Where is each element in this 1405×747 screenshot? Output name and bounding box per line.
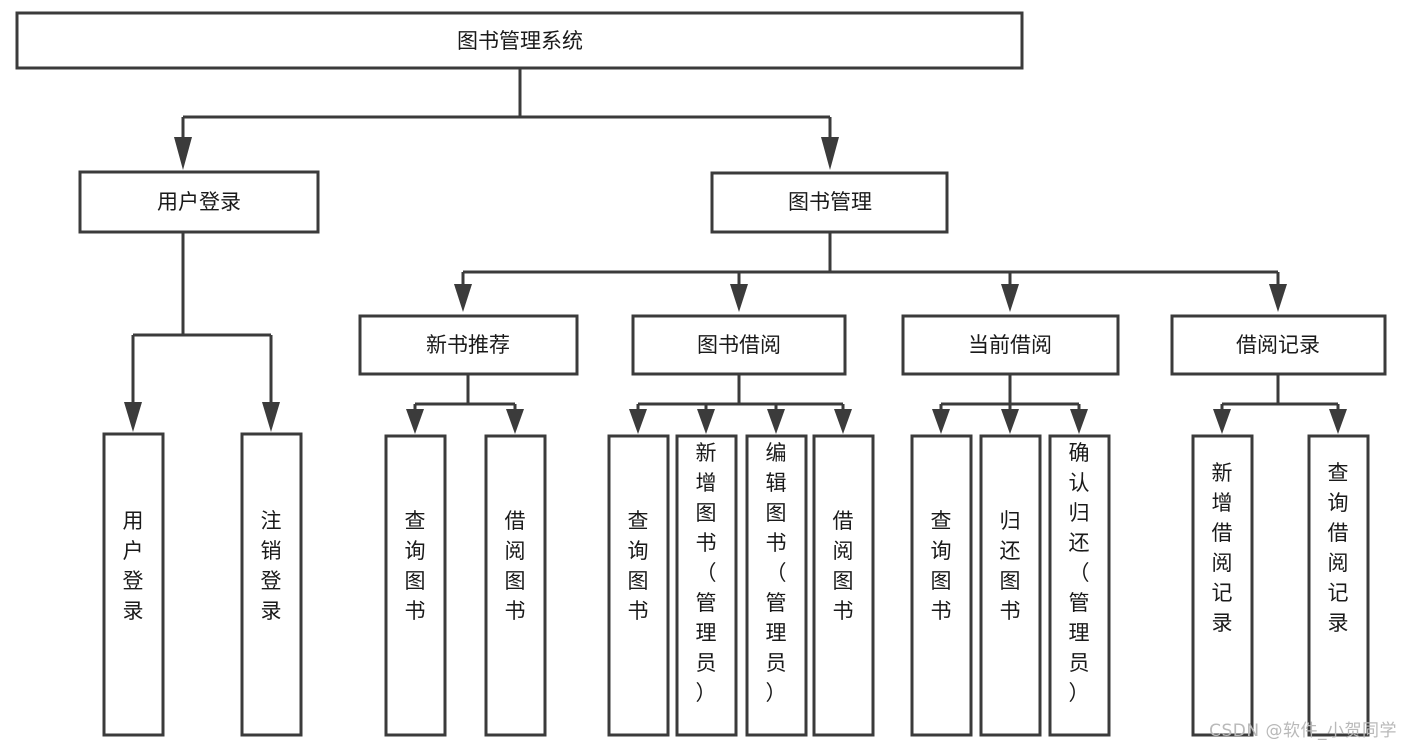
node-borrow-record-box[interactable] bbox=[1170, 314, 1387, 376]
node-root-label: 图书管理系统 bbox=[457, 29, 583, 53]
node-leaf-query-record-box[interactable] bbox=[1307, 434, 1370, 737]
node-leaf-query-book-3[interactable]: 查询图书 bbox=[910, 434, 973, 737]
node-leaf-add-book[interactable]: 新增图书（管理员） bbox=[675, 434, 738, 737]
node-leaf-borrow-book-2-label: 借阅图书 bbox=[833, 509, 854, 623]
arrow-leaf-query-book-1 bbox=[406, 409, 424, 434]
node-leaf-return-book-label: 归还图书 bbox=[1000, 509, 1021, 623]
node-root-box[interactable] bbox=[15, 11, 1024, 70]
node-new-book-rec[interactable]: 新书推荐 bbox=[358, 314, 579, 376]
arrow-leaf-add-book bbox=[697, 409, 715, 434]
node-book-manage-label: 图书管理 bbox=[788, 190, 872, 214]
node-book-manage-box[interactable] bbox=[710, 171, 949, 234]
node-leaf-logout-box[interactable] bbox=[240, 432, 303, 737]
node-leaf-borrow-book-1-label: 借阅图书 bbox=[505, 509, 526, 623]
arrow-leaf-user-login bbox=[124, 402, 142, 432]
node-leaf-borrow-book-1[interactable]: 借阅图书 bbox=[484, 434, 547, 737]
node-user-login-box[interactable] bbox=[78, 170, 320, 234]
arrow-to-new-book-rec bbox=[454, 284, 472, 312]
node-leaf-query-book-2[interactable]: 查询图书 bbox=[607, 434, 670, 737]
node-current-borrow-box[interactable] bbox=[901, 314, 1120, 376]
node-book-borrow[interactable]: 图书借阅 bbox=[631, 314, 847, 376]
node-book-manage[interactable]: 图书管理 bbox=[710, 171, 949, 234]
arrow-leaf-borrow-book-1 bbox=[506, 409, 524, 434]
arrow-to-user-login bbox=[174, 137, 192, 170]
node-leaf-query-book-3-box[interactable] bbox=[910, 434, 973, 737]
node-leaf-query-book-1[interactable]: 查询图书 bbox=[384, 434, 447, 737]
node-leaf-confirm-return-label: 确认归还（管理员） bbox=[1069, 441, 1090, 705]
node-leaf-user-login-box[interactable] bbox=[102, 432, 165, 737]
node-new-book-rec-label: 新书推荐 bbox=[426, 333, 510, 357]
node-leaf-edit-book[interactable]: 编辑图书（管理员） bbox=[745, 434, 808, 737]
node-leaf-add-record[interactable]: 新增借阅记录 bbox=[1191, 434, 1254, 737]
arrow-leaf-return-book bbox=[1001, 409, 1019, 434]
node-root[interactable]: 图书管理系统 bbox=[15, 11, 1024, 70]
node-current-borrow[interactable]: 当前借阅 bbox=[901, 314, 1120, 376]
node-book-borrow-box[interactable] bbox=[631, 314, 847, 376]
arrow-leaf-query-book-3 bbox=[932, 409, 950, 434]
arrow-leaf-add-record bbox=[1213, 409, 1231, 434]
node-leaf-borrow-book-2-box[interactable] bbox=[812, 434, 875, 737]
node-leaf-borrow-book-1-box[interactable] bbox=[484, 434, 547, 737]
node-leaf-query-book-1-box[interactable] bbox=[384, 434, 447, 737]
node-leaf-add-book-label: 新增图书（管理员） bbox=[696, 441, 717, 705]
node-leaf-query-book-2-box[interactable] bbox=[607, 434, 670, 737]
node-book-borrow-label: 图书借阅 bbox=[697, 333, 781, 357]
node-current-borrow-label: 当前借阅 bbox=[968, 333, 1052, 357]
node-leaf-query-book-2-label: 查询图书 bbox=[628, 509, 649, 623]
arrow-to-book-manage bbox=[821, 137, 839, 170]
node-leaf-add-record-box[interactable] bbox=[1191, 434, 1254, 737]
arrow-leaf-borrow-book-2 bbox=[834, 409, 852, 434]
csdn-watermark: CSDN @软件_小贺同学 bbox=[1209, 721, 1397, 741]
arrow-to-current-borrow bbox=[1001, 284, 1019, 312]
node-leaf-query-record-label: 查询借阅记录 bbox=[1328, 461, 1349, 635]
arrow-leaf-query-book-2 bbox=[629, 409, 647, 434]
node-leaf-query-book-1-label: 查询图书 bbox=[405, 509, 426, 623]
arrow-leaf-edit-book bbox=[767, 409, 785, 434]
node-leaf-confirm-return-box[interactable] bbox=[1048, 434, 1111, 737]
node-leaf-confirm-return[interactable]: 确认归还（管理员） bbox=[1048, 434, 1111, 737]
node-leaf-add-book-box[interactable] bbox=[675, 434, 738, 737]
node-leaf-add-record-label: 新增借阅记录 bbox=[1212, 461, 1233, 635]
node-leaf-logout[interactable]: 注销登录 bbox=[240, 432, 303, 737]
arrow-leaf-logout bbox=[262, 402, 280, 432]
node-new-book-rec-box[interactable] bbox=[358, 314, 579, 376]
node-leaf-query-record[interactable]: 查询借阅记录 bbox=[1307, 434, 1370, 737]
node-leaf-user-login-label: 用户登录 bbox=[123, 509, 144, 623]
node-leaf-query-book-3-label: 查询图书 bbox=[931, 509, 952, 623]
node-borrow-record-label: 借阅记录 bbox=[1236, 333, 1320, 357]
node-user-login-label: 用户登录 bbox=[157, 190, 241, 214]
node-leaf-edit-book-box[interactable] bbox=[745, 434, 808, 737]
node-borrow-record[interactable]: 借阅记录 bbox=[1170, 314, 1387, 376]
arrow-leaf-query-record bbox=[1329, 409, 1347, 434]
connectors-group bbox=[124, 68, 1347, 434]
node-leaf-borrow-book-2[interactable]: 借阅图书 bbox=[812, 434, 875, 737]
node-leaf-return-book-box[interactable] bbox=[979, 434, 1042, 737]
node-leaf-user-login[interactable]: 用户登录 bbox=[102, 432, 165, 737]
arrow-to-book-borrow bbox=[730, 284, 748, 312]
arrow-to-borrow-record bbox=[1269, 284, 1287, 312]
node-leaf-logout-label: 注销登录 bbox=[261, 509, 282, 623]
node-user-login[interactable]: 用户登录 bbox=[78, 170, 320, 234]
node-leaf-return-book[interactable]: 归还图书 bbox=[979, 434, 1042, 737]
node-leaf-edit-book-label: 编辑图书（管理员） bbox=[766, 441, 787, 705]
arrow-leaf-confirm-return bbox=[1070, 409, 1088, 434]
